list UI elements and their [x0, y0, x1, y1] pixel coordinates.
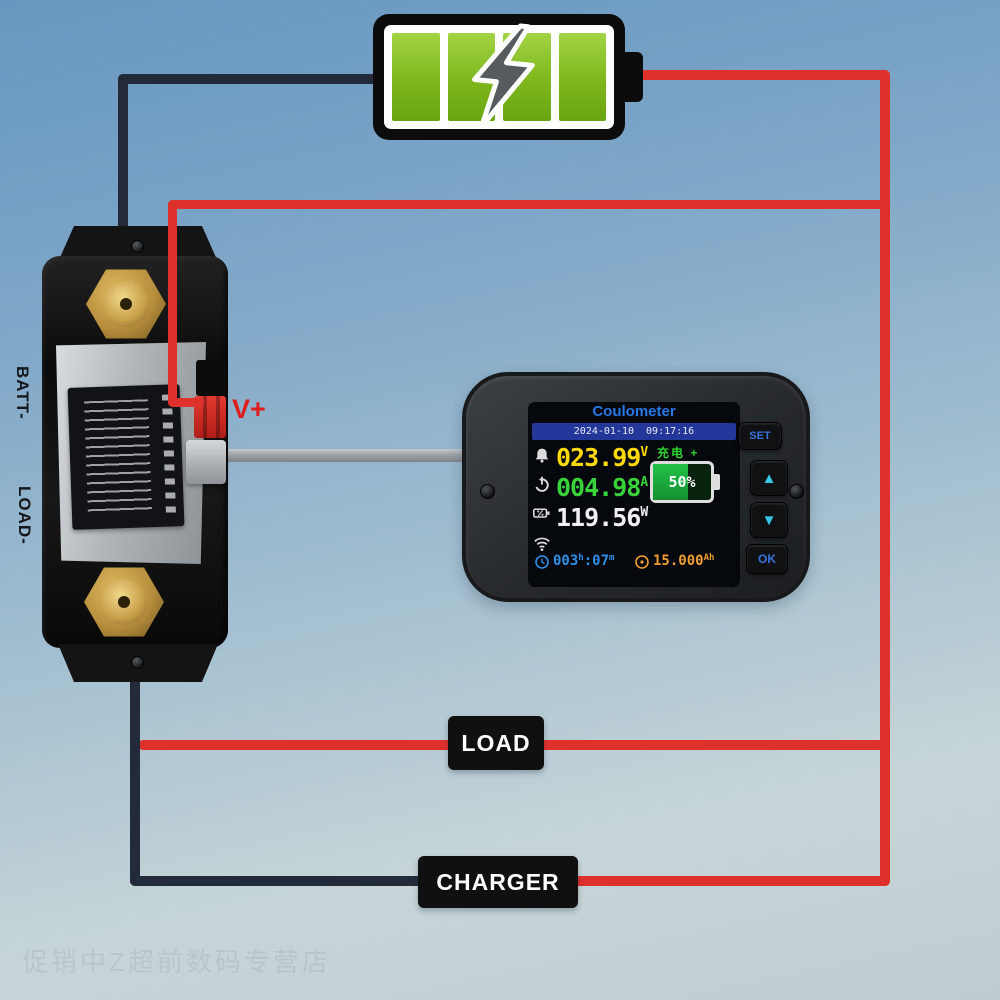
charge-status-sign: +: [690, 446, 700, 460]
set-button[interactable]: SET: [738, 422, 782, 450]
wire-battery-positive-horizontal: [622, 70, 890, 80]
wifi-icon: [534, 537, 550, 551]
auto-power-icon: [535, 476, 549, 492]
runtime-hours-unit: h: [578, 553, 584, 563]
current-readout: 004.98A: [556, 473, 648, 502]
lightning-bolt-icon: [472, 23, 535, 129]
charge-status-label: 充电 +: [657, 444, 699, 461]
vplus-label: V+: [232, 394, 266, 424]
wire-vplus-sense-horizontal: [168, 200, 886, 209]
nut-center: [118, 596, 130, 608]
capacity-readout: 15.000Ah: [653, 553, 714, 569]
voltage-readout: 023.99V: [556, 443, 648, 472]
wire-battery-negative-horizontal: [118, 74, 380, 84]
screw-hole-icon: [789, 484, 804, 499]
batt-minus-label: BATT-: [13, 366, 32, 420]
wire-charger-negative: [130, 876, 520, 886]
runtime-minutes-unit: m: [609, 553, 615, 563]
capacity-value: 15.000: [653, 553, 704, 569]
load-terminal-nut: [84, 567, 164, 637]
charge-status-text: 充电: [657, 446, 686, 460]
capacity-unit: Ah: [703, 553, 715, 563]
down-arrow-button[interactable]: ▼: [750, 502, 788, 538]
battery-cell-bar: [558, 33, 606, 121]
wire-shunt-load-vertical: [130, 648, 140, 886]
voltage-value: 023.99: [556, 443, 641, 472]
runtime-hours: 003: [553, 553, 579, 569]
nut-center: [120, 298, 132, 310]
signal-cable-connector: [186, 440, 226, 484]
power-readout: 119.56W: [556, 503, 648, 532]
runtime-readout: 003h:07m: [553, 553, 614, 569]
load-box: LOAD: [448, 716, 544, 770]
battery-fill: [653, 464, 688, 500]
charging-battery-icon: 50%: [650, 461, 720, 503]
battery-symbol: [373, 14, 643, 140]
watermark: 促销中Z超前数码专营店: [22, 947, 331, 977]
wire-positive-bus-vertical: [880, 70, 890, 886]
battery-cell-bar: [392, 33, 440, 121]
alarm-bell-icon: [535, 448, 549, 463]
battery-positive-terminal: [623, 52, 643, 102]
wire-vplus-sense-stub: [168, 398, 204, 407]
shunt-meter-signal-cable: [218, 449, 472, 462]
pcb-solder-pads: [161, 394, 177, 515]
display-datetime: 2024-01-10 09:17:16: [532, 423, 736, 440]
current-unit: A: [640, 475, 649, 490]
screw-hole-icon: [131, 240, 144, 253]
shunt-pcb: [67, 384, 185, 530]
runtime-minutes: :07: [583, 553, 610, 569]
wire-charger-positive: [520, 876, 890, 886]
battery-icon-terminal: [714, 474, 720, 490]
battery-percent-icon: [533, 508, 550, 518]
charger-box: CHARGER: [418, 856, 578, 908]
coulometer-display: Coulometer 2024-01-10 09:17:16: [528, 402, 740, 587]
screw-hole-icon: [131, 656, 144, 669]
up-arrow-button[interactable]: ▲: [750, 460, 788, 496]
coulometer-device: Coulometer 2024-01-10 09:17:16: [462, 372, 810, 602]
display-title: Coulometer: [592, 403, 676, 420]
ok-button[interactable]: OK: [746, 544, 788, 574]
voltage-unit: V: [640, 445, 649, 460]
power-value: 119.56: [556, 503, 641, 532]
wire-battery-negative-vertical: [118, 74, 128, 260]
capacity-circle-icon: [635, 555, 649, 569]
wire-vplus-sense-vertical: [168, 200, 177, 406]
pcb-text-lines: [84, 399, 152, 514]
clock-icon: [535, 555, 549, 569]
soc-percentage: 50%: [668, 473, 696, 491]
current-value: 004.98: [556, 473, 641, 502]
screw-hole-icon: [480, 484, 495, 499]
power-unit: W: [640, 505, 649, 520]
shunt-black-connector: [196, 360, 226, 396]
load-minus-label: LOAD-: [15, 486, 34, 545]
